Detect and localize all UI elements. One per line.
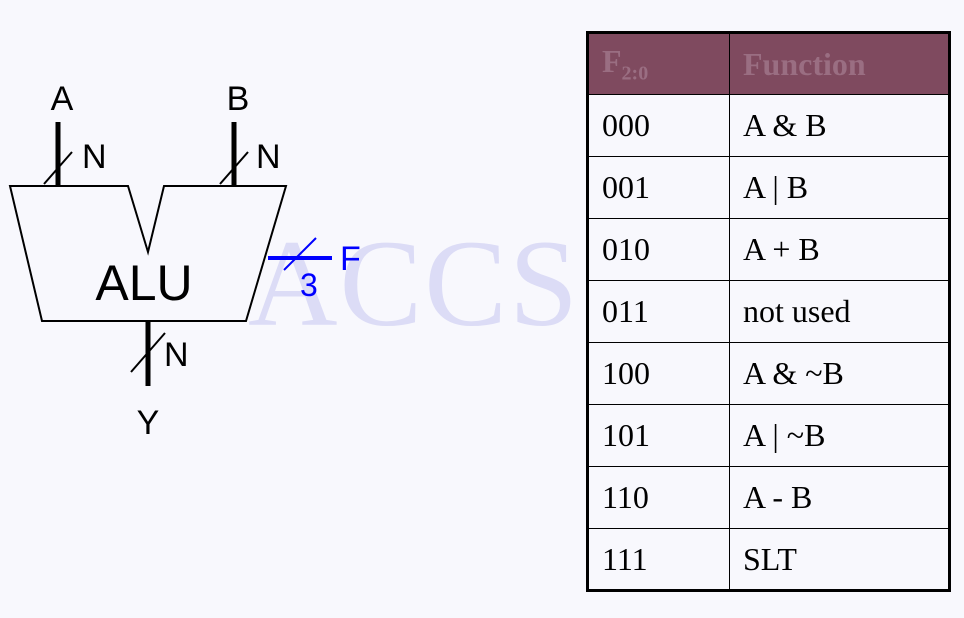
row-code: 000 [587, 94, 730, 157]
table-row: 100 A & ~B [587, 342, 950, 405]
row-code: 001 [587, 156, 730, 219]
control-f-width: 3 [300, 267, 318, 303]
row-function: SLT [729, 528, 950, 591]
input-b-label: B [227, 80, 250, 118]
alu-label: ALU [95, 255, 192, 311]
header-f-control: F2:0 [587, 32, 730, 95]
row-code: 110 [587, 466, 730, 529]
row-function: not used [729, 280, 950, 343]
header-f-main: F [602, 42, 622, 79]
table-header-row: F2:0 Function [587, 32, 950, 95]
table-row: 101 A | ~B [587, 404, 950, 467]
row-code: 011 [587, 280, 730, 343]
alu-body [8, 185, 288, 322]
table-row: 001 A | B [587, 156, 950, 219]
table-row: 111 SLT [587, 528, 950, 591]
control-f-slash [283, 237, 317, 271]
input-a-slash [43, 151, 73, 185]
control-f-label: F [340, 240, 361, 278]
row-function: A | B [729, 156, 950, 219]
input-b-width: N [256, 138, 281, 176]
row-function: A + B [729, 218, 950, 281]
table-row: 000 A & B [587, 94, 950, 157]
output-y-width: N [164, 336, 189, 374]
input-a-width: N [82, 138, 107, 176]
row-code: 100 [587, 342, 730, 405]
row-code: 101 [587, 404, 730, 467]
function-table: F2:0 Function 000 A & B 001 A | B 010 A … [586, 31, 951, 592]
input-a-label: A [51, 80, 74, 118]
output-y-slash [130, 332, 166, 373]
header-function: Function [729, 32, 950, 95]
row-function: A & B [729, 94, 950, 157]
table-row: 010 A + B [587, 218, 950, 281]
table-row: 110 A - B [587, 466, 950, 529]
output-y-label: Y [137, 404, 160, 442]
table-row: 011 not used [587, 280, 950, 343]
header-f-sub: 2:0 [621, 62, 649, 85]
row-function: A - B [729, 466, 950, 529]
row-function: A & ~B [729, 342, 950, 405]
watermark: ACCS [248, 215, 580, 352]
row-code: 111 [587, 528, 730, 591]
row-code: 010 [587, 218, 730, 281]
row-function: A | ~B [729, 404, 950, 467]
input-b-slash [219, 151, 249, 185]
